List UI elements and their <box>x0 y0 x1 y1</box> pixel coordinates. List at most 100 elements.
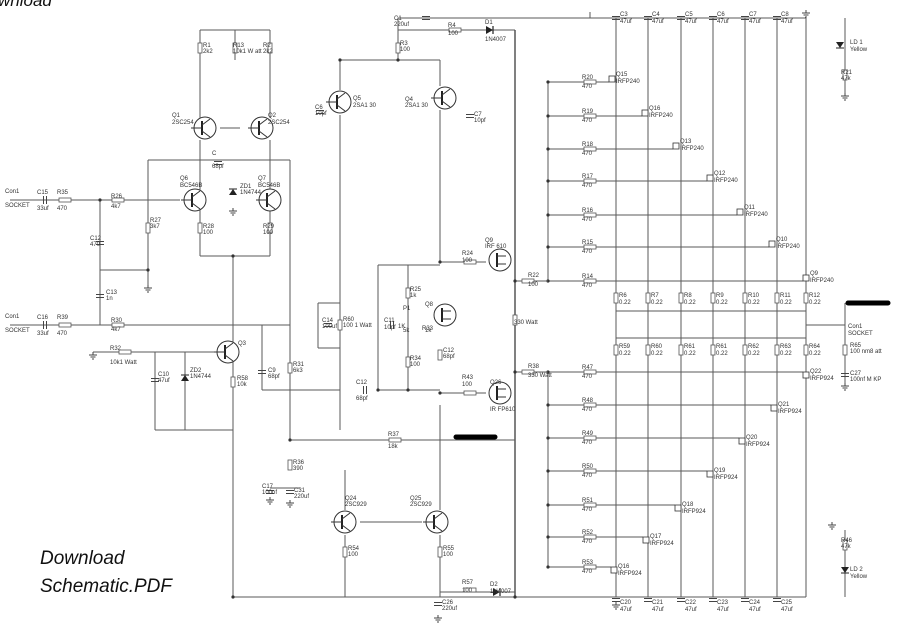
part-label: 10pf <box>474 118 486 124</box>
part-label: 47uf <box>717 19 729 25</box>
part-label: R43 <box>462 375 474 381</box>
mosfet-body <box>736 208 744 216</box>
part-label: R25 <box>410 287 422 293</box>
junction-dot <box>546 469 550 473</box>
q7-transistor <box>256 188 282 212</box>
junction-dot <box>406 388 410 392</box>
part-label: R32 <box>110 346 122 352</box>
resistor <box>437 349 443 361</box>
resistor <box>583 564 597 570</box>
q9-mosfet <box>488 248 512 272</box>
part-label: R39 <box>57 315 69 321</box>
junction-dot <box>546 436 550 440</box>
resistor <box>583 402 597 408</box>
part-label: R24 <box>462 251 474 257</box>
diode-body <box>493 588 500 596</box>
zener-body <box>229 189 237 195</box>
output-connector-name: SOCKET <box>848 331 873 337</box>
junction-dot <box>546 535 550 539</box>
part-label: Yellow <box>850 574 868 580</box>
transistor-collector <box>336 92 346 100</box>
resistor <box>111 197 125 203</box>
transistor-emitter <box>336 104 346 112</box>
mosfet-body <box>642 536 650 544</box>
p1-value: 5k <box>403 328 410 334</box>
part-label: R22 <box>528 273 540 279</box>
part-label: 470 <box>582 507 593 513</box>
zener-diode <box>181 374 189 381</box>
resistor <box>437 546 443 558</box>
diode <box>493 588 501 596</box>
part-label: D2 <box>490 582 498 588</box>
part-label: C7 <box>474 112 482 118</box>
resistor <box>521 369 535 375</box>
part-label: Con1 <box>5 189 20 195</box>
mosfet <box>738 437 746 445</box>
wires <box>10 12 846 599</box>
junction-dot <box>513 595 517 599</box>
part-label: 1N4007 <box>490 589 512 595</box>
led-body <box>841 567 849 573</box>
part-label: C6 <box>315 105 323 111</box>
resistor <box>774 344 780 356</box>
part-label: R48 <box>582 398 594 404</box>
part-label: 2SA1 30 <box>405 103 429 109</box>
part-label: 10k1 Watt <box>110 360 137 366</box>
part-label: R6 <box>619 293 627 299</box>
junction-dot <box>438 260 442 264</box>
mosfet <box>802 274 810 282</box>
part-label: R59 <box>619 344 631 350</box>
part-label: 220uf <box>394 22 409 28</box>
part-label: 100 <box>348 552 359 558</box>
resistor <box>583 534 597 540</box>
part-label: Q10 <box>776 237 788 243</box>
part-label: IR FP610 <box>490 407 516 413</box>
part-label: D1 <box>485 20 493 26</box>
part-label: LD 1 <box>850 40 863 46</box>
part-label: R47 <box>582 365 594 371</box>
part-label: 470 <box>582 84 593 90</box>
part-label: Q18 <box>682 502 694 508</box>
mosfet <box>802 371 810 379</box>
part-label: 0.22 <box>684 300 696 306</box>
part-label: 0.22 <box>809 351 821 357</box>
part-label: R35 <box>57 190 69 196</box>
resistor <box>512 314 518 326</box>
part-label: 47uf <box>749 19 761 25</box>
part-label: BC546B <box>258 183 280 189</box>
ground-symbol <box>286 500 294 508</box>
part-label: R4 <box>448 23 456 29</box>
part-label: 100nf <box>262 490 277 496</box>
part-label: R30 <box>111 318 123 324</box>
mosfet-body <box>770 404 778 412</box>
part-label: R15 <box>582 240 594 246</box>
part-label: SOCKET <box>5 328 30 334</box>
part-label: 220uf <box>294 494 309 500</box>
part-label: P1 <box>403 306 411 312</box>
part-label: IRFP240 <box>649 113 673 119</box>
part-label: 100 <box>462 382 473 388</box>
part-label: 47uf <box>620 607 632 613</box>
q6-transistor <box>181 188 207 212</box>
resistor <box>583 146 597 152</box>
junction-dot <box>338 58 342 62</box>
part-label: R20 <box>582 75 594 81</box>
resistor <box>118 349 132 355</box>
part-label: 2SC929 <box>345 502 367 508</box>
mosfet-body <box>610 566 618 574</box>
part-label: 47k <box>841 544 852 550</box>
part-label: Q9 <box>810 271 819 277</box>
part-label: 1K <box>398 324 405 330</box>
part-label: 470 <box>582 539 593 545</box>
labels: C347ufC447ufC547ufC647ufC747ufC847ufC204… <box>5 12 882 613</box>
led-body <box>836 42 844 48</box>
part-label: 470 <box>582 407 593 413</box>
part-label: Q9 <box>485 238 494 244</box>
mosfet-body <box>802 274 810 282</box>
wire <box>397 17 806 30</box>
part-label: 330 Watt <box>528 373 552 379</box>
junction-dot <box>231 254 235 258</box>
part-label: 470 <box>57 206 68 212</box>
mosfet <box>768 240 776 248</box>
part-label: IRFP924 <box>682 509 706 515</box>
